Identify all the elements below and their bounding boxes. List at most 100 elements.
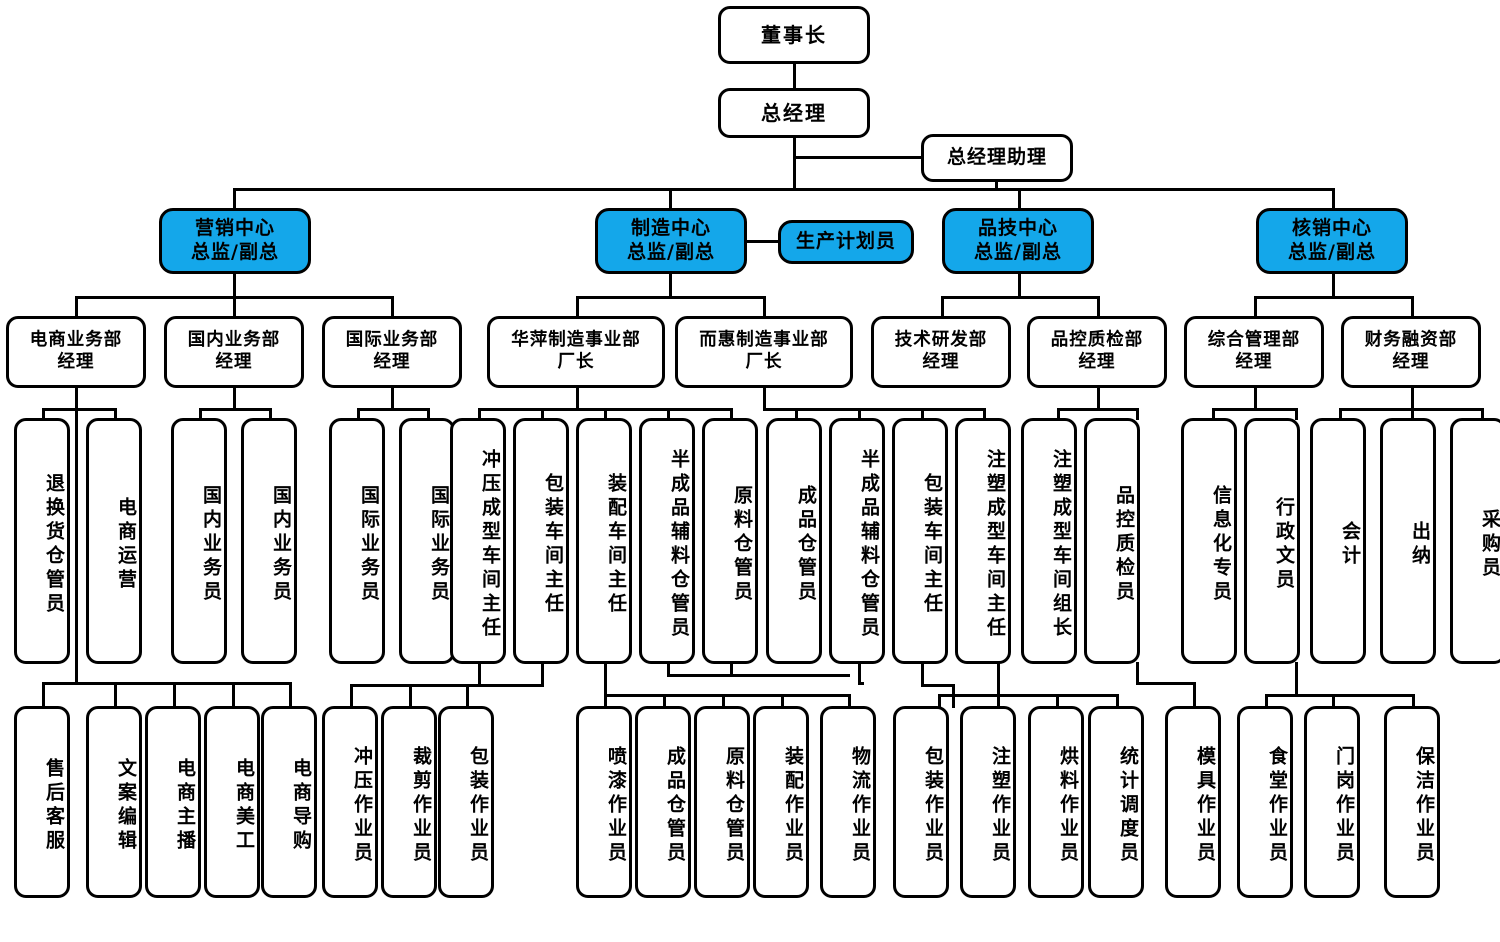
node-row4-item[interactable]: 信息化专员 — [1181, 418, 1237, 664]
connector-d2-bus — [199, 408, 272, 411]
node-row5-item[interactable]: 包装作业员 — [438, 706, 494, 898]
connector-c4-d1 — [1254, 296, 1257, 318]
node-dept-finance[interactable]: 财务融资部 经理 — [1341, 316, 1481, 388]
node-row4-item[interactable]: 包装车间主任 — [513, 418, 569, 664]
node-row4-item[interactable]: 采购员 — [1450, 418, 1500, 664]
node-row5-item[interactable]: 文案编辑 — [86, 706, 142, 898]
node-general-manager[interactable]: 总经理 — [718, 88, 870, 138]
connector-d9-b — [1411, 408, 1414, 420]
node-row4-item[interactable]: 注塑成型车间组长 — [1021, 418, 1077, 664]
node-row5-item[interactable]: 包装作业员 — [893, 706, 949, 898]
node-dept-rnd-sub: 经理 — [922, 352, 960, 372]
node-dept-admin-name: 综合管理部 — [1207, 330, 1301, 351]
node-row4-label: 行政文员 — [1273, 497, 1295, 593]
connector-c1-d1 — [75, 296, 78, 318]
node-dept-ecommerce-name: 电商业务部 — [29, 330, 123, 351]
node-row5-label: 门岗作业员 — [1333, 746, 1355, 866]
node-row5-item[interactable]: 售后客服 — [14, 706, 70, 898]
node-row5-label: 售后客服 — [43, 758, 65, 854]
node-dept-ecommerce[interactable]: 电商业务部 经理 — [6, 316, 146, 388]
node-row5-label: 物流作业员 — [849, 746, 871, 866]
node-row5-label: 烘料作业员 — [1057, 746, 1079, 866]
node-row4-label: 注塑成型车间主任 — [984, 449, 1006, 641]
node-row4-item[interactable]: 会计 — [1310, 418, 1366, 664]
node-row4-item[interactable]: 出纳 — [1380, 418, 1436, 664]
node-center-quality-tech[interactable]: 品技中心 总监/副总 — [942, 208, 1094, 274]
connector-c4-down — [1332, 272, 1335, 298]
node-row4-item[interactable]: 国内业务员 — [241, 418, 297, 664]
node-row5-item[interactable]: 电商导购 — [261, 706, 317, 898]
connector-gm-assistant — [793, 156, 929, 159]
node-row4-item[interactable]: 成品仓管员 — [766, 418, 822, 664]
node-row4-item[interactable]: 国际业务员 — [399, 418, 455, 664]
node-row5-item[interactable]: 食堂作业员 — [1237, 706, 1293, 898]
node-center-manufacturing-name: 制造中心 — [630, 217, 711, 240]
node-row5-item[interactable]: 原料仓管员 — [694, 706, 750, 898]
node-row4-item[interactable]: 注塑成型车间主任 — [955, 418, 1011, 664]
node-center-quality-tech-name: 品技中心 — [977, 217, 1058, 240]
node-center-settlement[interactable]: 核销中心 总监/副总 — [1256, 208, 1408, 274]
node-row5-item[interactable]: 裁剪作业员 — [381, 706, 437, 898]
connector-d7-bus — [1057, 408, 1139, 411]
node-chairman[interactable]: 董事长 — [718, 6, 870, 64]
node-center-marketing-name: 营销中心 — [194, 217, 275, 240]
node-dept-huaping-plant[interactable]: 华萍制造事业部 厂长 — [487, 316, 665, 388]
node-dept-international[interactable]: 国际业务部 经理 — [322, 316, 462, 388]
node-row5-item[interactable]: 注塑作业员 — [960, 706, 1016, 898]
node-row4-item[interactable]: 原料仓管员 — [702, 418, 758, 664]
node-row5-item[interactable]: 冲压作业员 — [322, 706, 378, 898]
node-production-planner[interactable]: 生产计划员 — [778, 220, 914, 264]
node-row4-item[interactable]: 国际业务员 — [329, 418, 385, 664]
node-row5-item[interactable]: 模具作业员 — [1165, 706, 1221, 898]
node-row5-item[interactable]: 电商主播 — [145, 706, 201, 898]
node-row5-item[interactable]: 保洁作业员 — [1384, 706, 1440, 898]
node-row4-item[interactable]: 电商运营 — [86, 418, 142, 664]
connector-r5-g4-c — [722, 694, 725, 708]
node-row5-item[interactable]: 烘料作业员 — [1028, 706, 1084, 898]
node-row4-item[interactable]: 国内业务员 — [171, 418, 227, 664]
node-dept-international-name: 国际业务部 — [345, 330, 439, 351]
node-dept-huaping-plant-sub: 厂长 — [557, 352, 595, 372]
node-row4-item[interactable]: 品控质检员 — [1084, 418, 1140, 664]
node-production-planner-label: 生产计划员 — [795, 230, 896, 253]
node-row4-item[interactable]: 冲压成型车间主任 — [450, 418, 506, 664]
connector-c1-d3 — [391, 296, 394, 318]
node-row5-item[interactable]: 喷漆作业员 — [576, 706, 632, 898]
connector-r5-g11-down — [1295, 662, 1298, 696]
connector-r5-g10-a — [1193, 682, 1196, 708]
node-row4-label: 信息化专员 — [1210, 485, 1232, 605]
node-gm-assistant[interactable]: 总经理助理 — [921, 134, 1073, 182]
connector-r5-g7-down — [858, 662, 861, 684]
node-row4-item[interactable]: 退换货仓管员 — [14, 418, 70, 664]
node-row5-item[interactable]: 成品仓管员 — [635, 706, 691, 898]
connector-r5-g2-bus — [350, 684, 480, 687]
node-row5-item[interactable]: 电商美工 — [204, 706, 260, 898]
node-row4-item[interactable]: 行政文员 — [1244, 418, 1300, 664]
node-row4-item[interactable]: 半成品辅料仓管员 — [639, 418, 695, 664]
node-row5-item[interactable]: 门岗作业员 — [1304, 706, 1360, 898]
node-dept-qc[interactable]: 品控质检部 经理 — [1027, 316, 1167, 388]
node-dept-rnd-name: 技术研发部 — [894, 330, 988, 351]
node-gm-assistant-label: 总经理助理 — [946, 146, 1047, 169]
node-dept-erhui-plant[interactable]: 而惠制造事业部 厂长 — [675, 316, 853, 388]
node-center-marketing[interactable]: 营销中心 总监/副总 — [159, 208, 311, 274]
connector-r5-g2-a — [350, 684, 353, 708]
node-center-manufacturing[interactable]: 制造中心 总监/副总 — [595, 208, 747, 274]
node-dept-admin[interactable]: 综合管理部 经理 — [1184, 316, 1324, 388]
node-dept-finance-sub: 经理 — [1392, 352, 1430, 372]
connector-d1-b — [114, 408, 117, 420]
node-row4-item[interactable]: 装配车间主任 — [576, 418, 632, 664]
connector-c3-bus — [941, 296, 1098, 299]
node-dept-domestic[interactable]: 国内业务部 经理 — [164, 316, 304, 388]
node-dept-rnd[interactable]: 技术研发部 经理 — [871, 316, 1011, 388]
node-row5-item[interactable]: 物流作业员 — [820, 706, 876, 898]
node-row4-item[interactable]: 包装车间主任 — [892, 418, 948, 664]
node-row5-item[interactable]: 统计调度员 — [1088, 706, 1144, 898]
connector-r5-g2-b — [409, 684, 412, 708]
node-dept-ecommerce-sub: 经理 — [57, 352, 95, 372]
connector-c2-bus — [576, 296, 763, 299]
node-row4-item[interactable]: 半成品辅料仓管员 — [829, 418, 885, 664]
node-row5-label: 包装作业员 — [467, 746, 489, 866]
connector-r5-g9-b — [997, 694, 1000, 708]
node-row5-item[interactable]: 装配作业员 — [753, 706, 809, 898]
